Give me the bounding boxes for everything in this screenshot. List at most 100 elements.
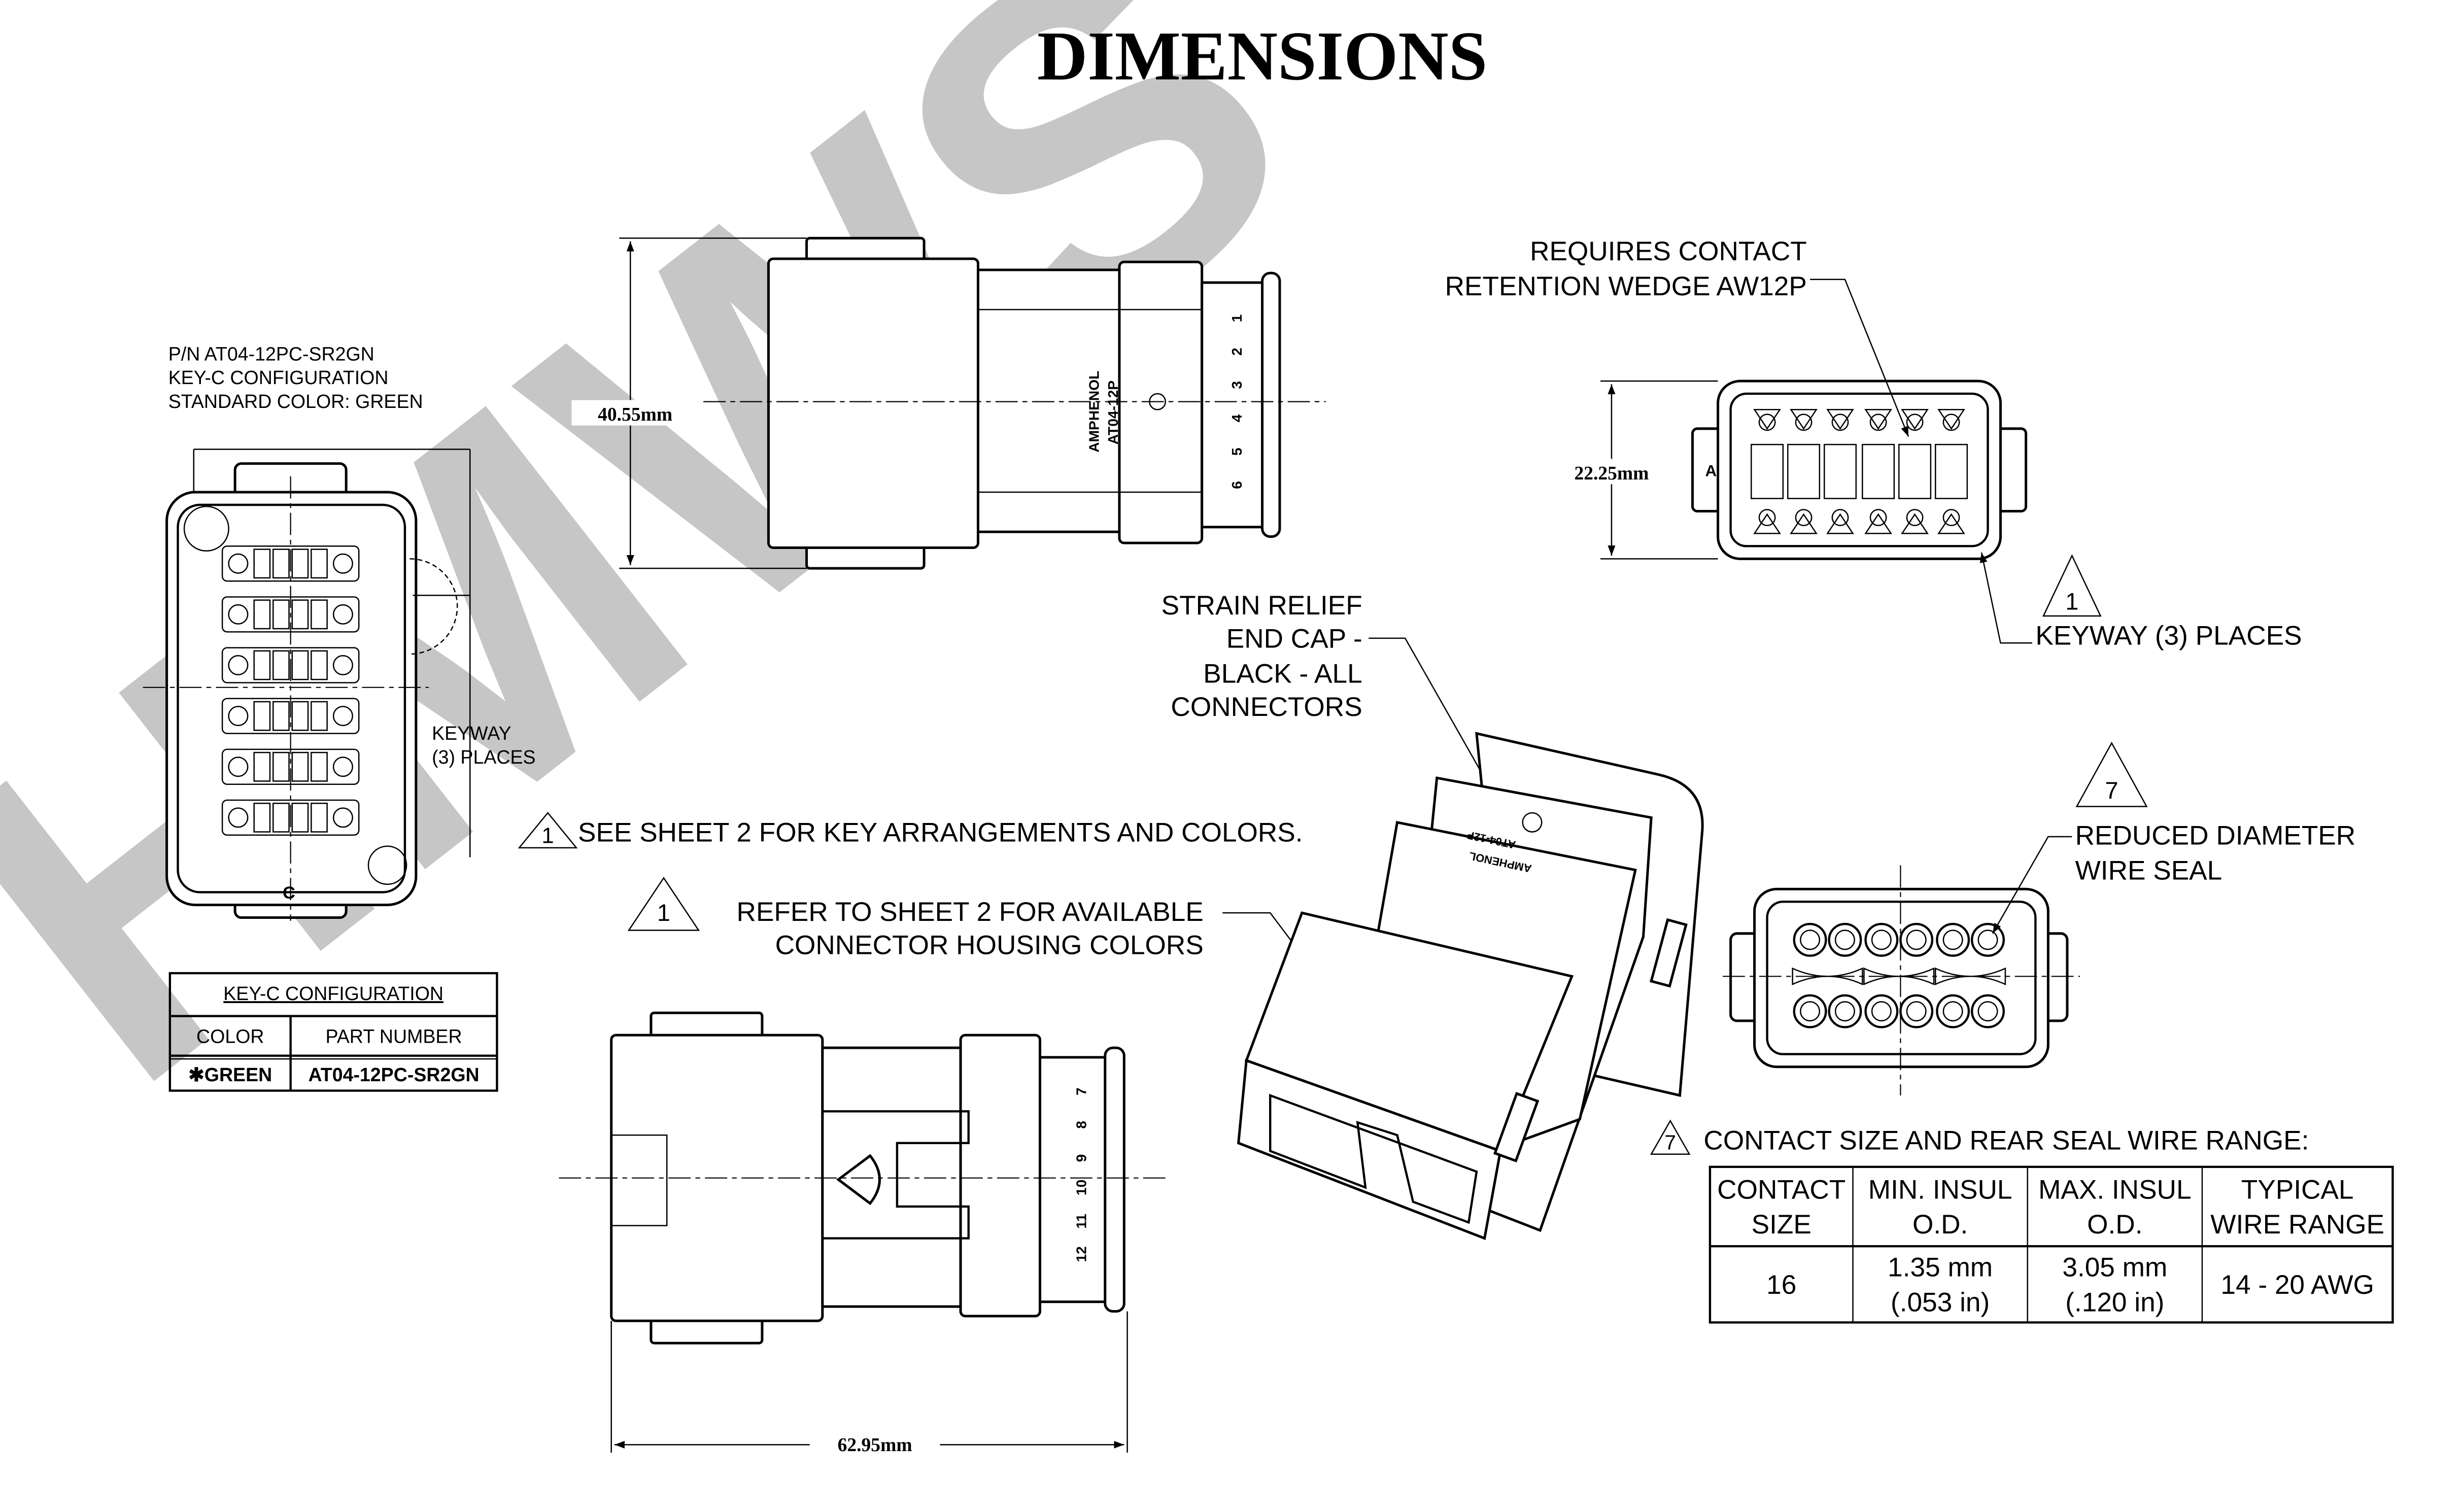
pin-number: 6 — [1229, 481, 1245, 489]
wire-seal-outer — [1936, 922, 1970, 957]
wedge-segment — [272, 751, 290, 782]
contact-bottom — [1753, 513, 1781, 534]
contact-bottom — [1901, 513, 1929, 534]
wire-seal-outer — [1793, 994, 1827, 1028]
isometric-view: AT04-12P AMPHENOL — [1237, 732, 1704, 1240]
contact-row — [221, 596, 360, 633]
wedge-segment — [1823, 443, 1857, 499]
wire-seal-inner — [1906, 1001, 1927, 1022]
contact-pin-bottom — [1831, 509, 1849, 526]
contact-row — [221, 748, 360, 785]
wire-note-number: 7 — [1664, 1130, 1676, 1154]
wedge-segment — [253, 548, 271, 579]
contact-row — [221, 545, 360, 582]
wedge-segment — [291, 751, 309, 782]
wedge-segment — [253, 701, 271, 731]
wedge-segment — [311, 548, 328, 579]
header-contact-2: SIZE — [1752, 1210, 1811, 1240]
contact-top — [1753, 409, 1781, 430]
strain-relief-line2: END CAP - — [1226, 624, 1362, 654]
wedge-segment — [272, 650, 290, 680]
key-table-cell-color: ✱GREEN — [188, 1064, 272, 1085]
contact-pin-bottom — [1795, 509, 1813, 526]
contact-top — [1937, 409, 1965, 430]
contact-bottom — [1937, 513, 1965, 534]
strain-relief-line1: STRAIN RELIEF — [1161, 591, 1362, 621]
wire-seal-outer — [1971, 994, 2005, 1028]
note1-number: 1 — [541, 823, 554, 848]
rear-callout-line2: WIRE SEAL — [2075, 855, 2223, 885]
wire-seal-inner — [1906, 930, 1927, 950]
contact-pin-right — [332, 706, 353, 727]
part-number-label: P/N AT04-12PC-SR2GN — [168, 343, 374, 364]
contact-bottom — [1826, 513, 1854, 534]
seal-rib — [1792, 967, 1863, 985]
wedge-segment — [272, 599, 290, 630]
brand-label: AMPHENOL — [1086, 371, 1102, 453]
contact-bottom — [1864, 513, 1892, 534]
wedge-segment — [291, 802, 309, 833]
contact-cavity — [221, 698, 360, 734]
contact-column — [1751, 409, 1784, 534]
contact-pin-left — [228, 706, 249, 727]
keyway-label-line2: (3) PLACES — [432, 746, 535, 768]
front-view-left: C KEYWAY (3) PLACES — [143, 449, 536, 921]
header-min-2: O.D. — [1912, 1210, 1968, 1240]
height-dimension: 40.55mm — [598, 404, 672, 425]
strain-relief-callout: STRAIN RELIEF END CAP - BLACK - ALL CONN… — [1161, 591, 1485, 778]
wire-seal-outer — [1793, 922, 1827, 957]
contact-pin-left — [228, 604, 249, 625]
contact-pin-right — [332, 757, 353, 777]
key-config-table: KEY-C CONFIGURATION COLOR PART NUMBER ✱G… — [168, 972, 498, 1092]
wire-seal-inner — [1871, 1001, 1892, 1022]
wedge-segment — [1751, 443, 1784, 499]
contact-pin-left — [228, 655, 249, 676]
cell-max-mm: 3.05 mm — [2062, 1253, 2167, 1283]
contact-pin-top — [1758, 414, 1776, 431]
wedge-segment — [253, 751, 271, 782]
wedge-segment — [291, 650, 309, 680]
notes: 1 SEE SHEET 2 FOR KEY ARRANGEMENTS AND C… — [518, 812, 1358, 1029]
front-view-right: A 22.25mm REQUIRES CONTACT RETENTION WED… — [1445, 236, 2302, 650]
pin-number: 9 — [1073, 1154, 1089, 1162]
keyway-label-right: KEYWAY (3) PLACES — [2035, 621, 2302, 650]
wire-table-caption: CONTACT SIZE AND REAR SEAL WIRE RANGE: — [1703, 1125, 2309, 1155]
note2-number: 1 — [657, 900, 670, 926]
keyway-label-line1: KEYWAY — [432, 723, 511, 744]
wire-range-table: 7 CONTACT SIZE AND REAR SEAL WIRE RANGE:… — [1650, 1119, 2394, 1324]
contact-top — [1864, 409, 1892, 430]
wedge-segment — [272, 802, 290, 833]
strain-relief-line3: BLACK - ALL — [1203, 659, 1362, 689]
pin-number: 1 — [1229, 315, 1245, 323]
wedge-segment — [1934, 443, 1968, 499]
note2-line1: REFER TO SHEET 2 FOR AVAILABLE — [737, 897, 1204, 927]
wire-seal-outer — [1864, 922, 1899, 957]
wire-seal-inner — [1834, 930, 1855, 950]
contact-pin-bottom — [1906, 509, 1924, 526]
contact-pin-right — [332, 807, 353, 828]
wire-seal-inner — [1942, 1001, 1963, 1022]
wedge-segment — [311, 751, 328, 782]
pin-number: 2 — [1229, 348, 1245, 356]
contact-top — [1790, 409, 1818, 430]
contact-pin-right — [332, 553, 353, 574]
wire-seal-inner — [1800, 1001, 1821, 1022]
contact-pin-right — [332, 604, 353, 625]
contact-row — [221, 647, 360, 683]
contact-bottom — [1790, 513, 1818, 534]
pin-number: 7 — [1073, 1087, 1089, 1095]
contact-column — [1787, 409, 1821, 534]
pin-number: 5 — [1229, 448, 1245, 456]
wedge-segment — [253, 802, 271, 833]
wedge-segment — [291, 599, 309, 630]
cell-contact-size: 16 — [1766, 1270, 1796, 1300]
pin-number: 4 — [1229, 414, 1245, 422]
contact-top — [1901, 409, 1929, 430]
contact-column — [1862, 409, 1895, 534]
wire-seal-inner — [1977, 1001, 1998, 1022]
rear-note-number: 7 — [2105, 777, 2118, 804]
contact-pin-bottom — [1758, 509, 1776, 526]
contact-row — [221, 799, 360, 836]
seal-rib — [1934, 967, 2006, 985]
